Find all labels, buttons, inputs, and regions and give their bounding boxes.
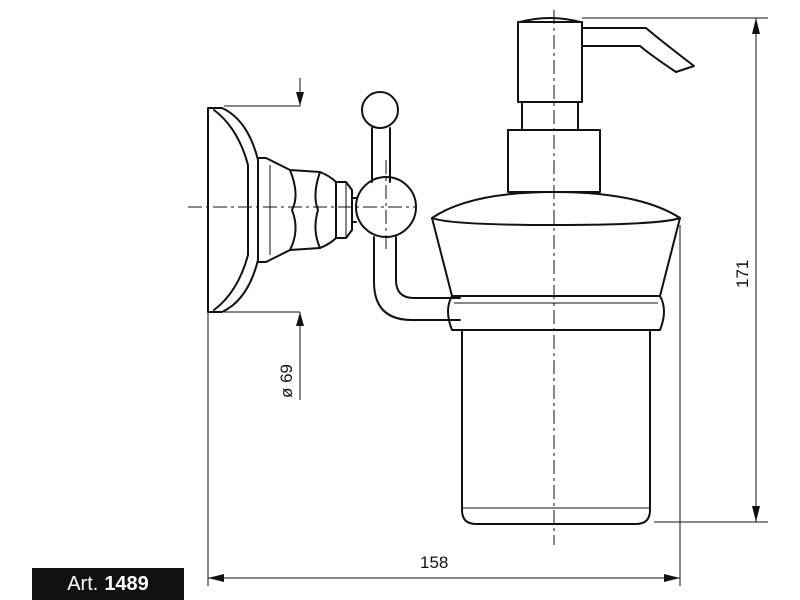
wall-plate: [207, 107, 353, 313]
extension-lines: [207, 17, 768, 586]
bracket-arm: [351, 91, 461, 321]
article-label: Art. 1489: [32, 568, 184, 600]
height-label: 171: [733, 260, 752, 288]
diameter-label: ø 69: [277, 364, 296, 398]
center-lines: [188, 10, 555, 545]
article-number: 1489: [104, 572, 149, 595]
width-label: 158: [420, 553, 448, 572]
width-dimension: 158: [208, 553, 680, 582]
height-dimension: 171: [733, 18, 760, 522]
article-prefix: Art.: [67, 572, 99, 595]
diameter-dimension: ø 69: [277, 78, 304, 400]
soap-dispenser: [431, 17, 695, 525]
